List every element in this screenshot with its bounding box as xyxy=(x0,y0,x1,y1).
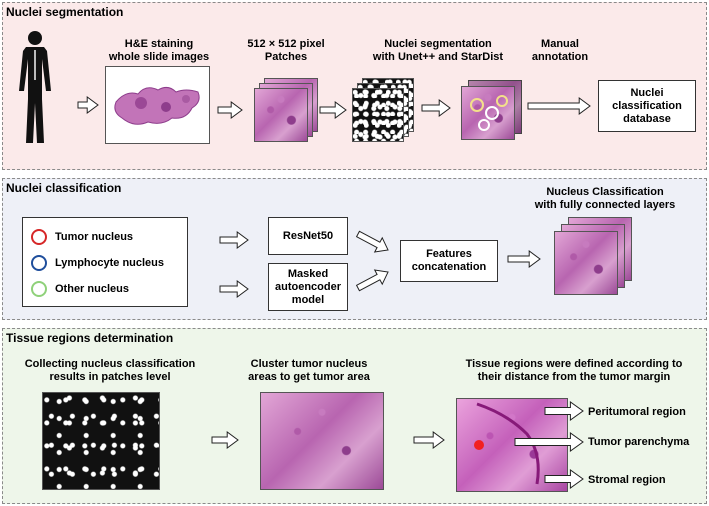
features-box: Features concatenation xyxy=(400,240,498,282)
other-circle-icon xyxy=(31,281,47,297)
legend-item-other: Other nucleus xyxy=(31,280,129,298)
mae-label-1: Masked xyxy=(287,267,329,280)
patch-label-1: 512 × 512 pixel xyxy=(247,38,325,50)
legend-item-lymphocyte: Lymphocyte nucleus xyxy=(31,254,164,272)
mae-label-3: model xyxy=(291,293,325,306)
col3-label-1: Tissue regions were defined according to xyxy=(465,358,683,370)
mae-box: Masked autoencoder model xyxy=(268,263,348,311)
legend-label-lymphocyte: Lymphocyte nucleus xyxy=(55,256,165,269)
tumor-area-image xyxy=(260,392,384,490)
he-label-1: H&E staining xyxy=(124,38,194,50)
region-label-stromal: Stromal region xyxy=(588,474,666,486)
seg-label-1: Nuclei segmentation xyxy=(384,38,492,50)
mask-image-1 xyxy=(352,88,404,142)
legend-item-tumor: Tumor nucleus xyxy=(31,228,133,246)
region-label-parenchyma: Tumor parenchyma xyxy=(588,436,690,448)
fc-image-1 xyxy=(554,231,618,295)
col1-label-2: results in patches level xyxy=(49,371,171,383)
region-label-peritumoral: Peritumoral region xyxy=(588,406,686,418)
col2-label-2: areas to get tumor area xyxy=(248,371,370,383)
database-label-1: Nuclei xyxy=(630,86,664,99)
patch-label-2: Patches xyxy=(264,51,308,63)
patch-level-results-image xyxy=(42,392,160,490)
col2-label-1: Cluster tumor nucleus xyxy=(250,358,368,370)
fc-label-1: Nucleus Classification xyxy=(546,186,664,198)
seg-label-2: with Unet++ and StarDist xyxy=(372,51,504,63)
annotation-image-1 xyxy=(461,86,515,140)
database-label-3: database xyxy=(623,112,671,125)
patch-image-1 xyxy=(254,88,308,142)
resnet-label: ResNet50 xyxy=(282,229,334,242)
resnet-box: ResNet50 xyxy=(268,217,348,255)
col1-label-1: Collecting nucleus classification xyxy=(24,358,196,370)
lymphocyte-circle-icon xyxy=(31,255,47,271)
mae-label-2: autoencoder xyxy=(274,280,341,293)
tumor-circle-icon xyxy=(31,229,47,245)
legend-label-tumor: Tumor nucleus xyxy=(55,230,134,243)
legend-label-other: Other nucleus xyxy=(55,282,129,295)
features-label-1: Features xyxy=(426,248,472,260)
he-label-2: whole slide images xyxy=(108,51,210,63)
database-label-2: classification xyxy=(612,99,682,112)
classification-title: Nuclei classification xyxy=(6,181,122,195)
legend-box: Tumor nucleus Lymphocyte nucleus Other n… xyxy=(22,217,188,307)
database-box: Nuclei classification database xyxy=(598,80,696,132)
segmentation-title: Nuclei segmentation xyxy=(6,5,124,19)
tissue-regions-image xyxy=(456,398,568,492)
col3-label-2: their distance from the tumor margin xyxy=(477,371,671,383)
he-slide-image xyxy=(105,66,210,144)
manual-label-1: Manual xyxy=(541,38,579,50)
fc-label-2: with fully connected layers xyxy=(534,199,676,211)
manual-label-2: annotation xyxy=(531,51,589,63)
tissue-title: Tissue regions determination xyxy=(6,331,174,345)
features-label-2: concatenation xyxy=(411,261,487,273)
